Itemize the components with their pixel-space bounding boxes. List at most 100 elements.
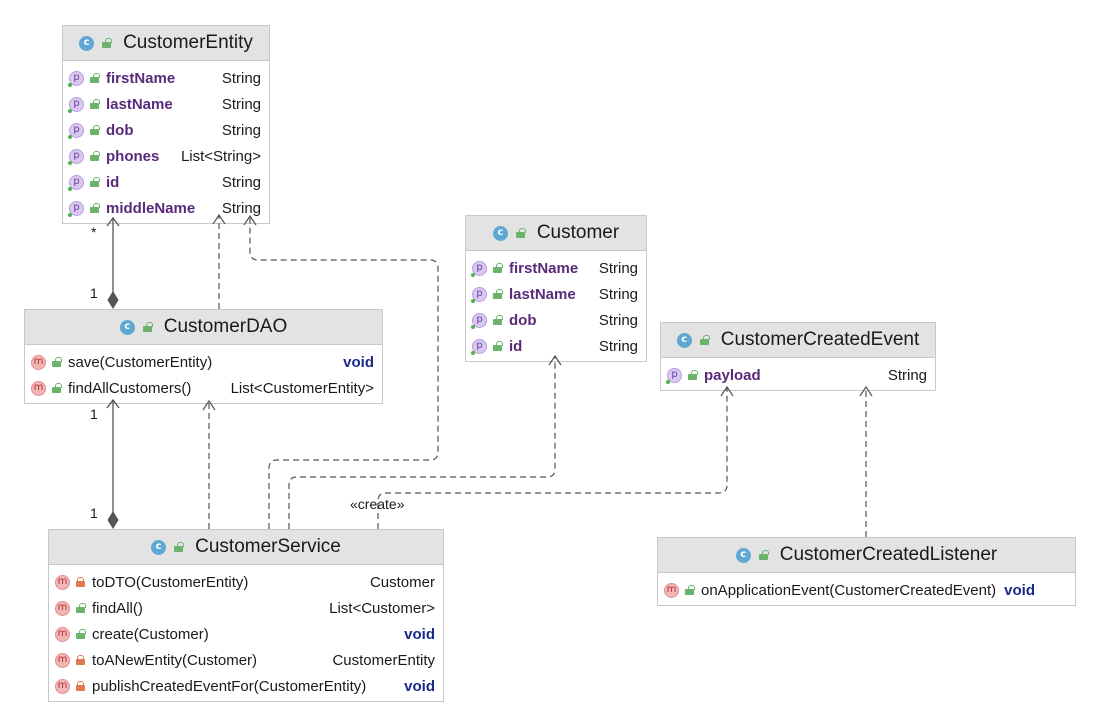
field-type: String (221, 121, 261, 139)
property-icon: p (68, 96, 84, 113)
public-lock-icon (174, 542, 185, 552)
field-name: firstName (106, 69, 176, 87)
public-lock-icon (493, 263, 503, 273)
class-header: c CustomerCreatedEvent (661, 323, 935, 358)
public-lock-icon (90, 73, 100, 83)
field-name: lastName (106, 95, 173, 113)
public-lock-icon (685, 585, 695, 595)
public-lock-icon (90, 177, 100, 187)
method-signature: findAllCustomers() (68, 379, 192, 397)
return-type: void (1004, 581, 1035, 599)
class-customer-service[interactable]: c CustomerService m toDTO(CustomerEntity)… (48, 529, 444, 702)
field-row: p id String (466, 333, 646, 359)
field-row: p lastName String (63, 91, 269, 117)
field-type: String (598, 337, 638, 355)
field-row: p firstName String (63, 65, 269, 91)
return-type: List<CustomerEntity> (230, 379, 374, 397)
class-name: CustomerService (195, 536, 341, 557)
method-icon: m (55, 678, 70, 694)
composition-diamond (107, 511, 119, 529)
field-name: middleName (106, 199, 196, 217)
field-name: dob (106, 121, 134, 139)
class-header: c Customer (466, 216, 646, 251)
return-type: void (404, 625, 435, 643)
public-lock-icon (142, 322, 153, 332)
field-row: p payload String (661, 362, 935, 388)
private-lock-icon (76, 681, 85, 691)
field-type: String (221, 69, 261, 87)
multiplicity-one: 1 (90, 406, 98, 422)
public-lock-icon (758, 550, 769, 560)
field-name: firstName (509, 259, 579, 277)
class-icon: c (676, 332, 692, 348)
property-icon: p (68, 200, 84, 217)
public-lock-icon (90, 125, 100, 135)
field-type: String (887, 366, 927, 384)
property-icon: p (666, 367, 682, 384)
public-lock-icon (493, 289, 503, 299)
field-name: id (509, 337, 523, 355)
class-icon: c (735, 547, 751, 563)
field-name: phones (106, 147, 160, 165)
public-lock-icon (699, 335, 710, 345)
return-type: CustomerEntity (332, 651, 435, 669)
field-name: dob (509, 311, 537, 329)
return-type: Customer (369, 573, 435, 591)
class-header: c CustomerCreatedListener (658, 538, 1075, 573)
method-signature: toDTO(CustomerEntity) (92, 573, 249, 591)
multiplicity-one: 1 (90, 505, 98, 521)
public-lock-icon (688, 370, 698, 380)
composition-diamond (107, 291, 119, 309)
method-signature: findAll() (92, 599, 143, 617)
public-lock-icon (76, 603, 86, 613)
class-name: CustomerEntity (123, 32, 253, 53)
public-lock-icon (493, 341, 503, 351)
method-row: m toANewEntity(Customer) CustomerEntity (49, 647, 443, 673)
method-icon: m (55, 652, 70, 668)
public-lock-icon (52, 357, 62, 367)
class-customer-created-event[interactable]: c CustomerCreatedEvent p payload String (660, 322, 936, 391)
method-signature: toANewEntity(Customer) (92, 651, 258, 669)
field-name: payload (704, 366, 761, 384)
field-type: String (598, 311, 638, 329)
return-type: List<Customer> (329, 599, 435, 617)
method-signature: save(CustomerEntity) (68, 353, 213, 371)
method-signature: onApplicationEvent(CustomerCreatedEvent) (701, 581, 997, 599)
class-header: c CustomerDAO (25, 310, 382, 345)
field-type: String (221, 95, 261, 113)
property-icon: p (68, 70, 84, 87)
return-type: void (404, 677, 435, 695)
method-icon: m (55, 626, 70, 642)
class-name: CustomerCreatedListener (779, 544, 998, 565)
method-icon: m (31, 380, 46, 396)
class-icon: c (492, 225, 508, 241)
field-type: String (221, 199, 261, 217)
private-lock-icon (76, 577, 85, 587)
method-row: m findAllCustomers() List<CustomerEntity> (25, 375, 382, 401)
public-lock-icon (493, 315, 503, 325)
field-type: String (598, 259, 638, 277)
property-icon: p (471, 338, 487, 355)
field-type: String (598, 285, 638, 303)
class-icon: c (119, 319, 135, 335)
field-name: lastName (509, 285, 576, 303)
method-signature: create(Customer) (92, 625, 209, 643)
field-name: id (106, 173, 120, 191)
class-icon: c (151, 539, 167, 555)
class-name: CustomerCreatedEvent (720, 329, 920, 350)
class-header: c CustomerEntity (63, 26, 269, 61)
class-name: Customer (536, 222, 620, 243)
class-icon: c (79, 35, 95, 51)
